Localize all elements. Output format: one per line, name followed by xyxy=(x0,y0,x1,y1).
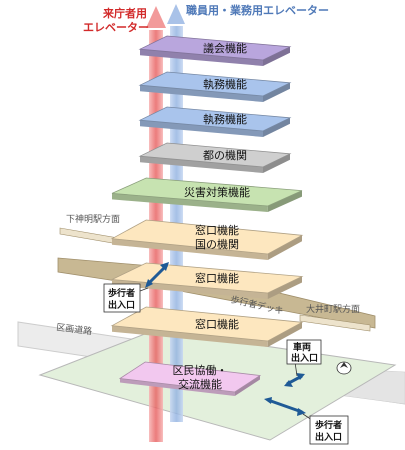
floor-slab-7: 窓口機能 xyxy=(110,262,304,299)
floor-slab-3: 執務機能 xyxy=(138,106,292,137)
floor-label-line1: 窓口機能 xyxy=(195,223,239,237)
visitor-elevator-title-line2: エレベーター xyxy=(83,21,149,34)
floor-slab-front-edge xyxy=(140,49,263,66)
floor-label-line2: 国の機関 xyxy=(195,237,239,251)
floor-slab-top xyxy=(118,361,262,393)
floor-slab-side-edge xyxy=(263,153,290,173)
deck-arrow-right xyxy=(299,314,371,332)
floor-slab-5: 災害対策機能 xyxy=(111,177,303,212)
floor-slab-top xyxy=(111,177,303,207)
floor-label: 執務機能 xyxy=(203,77,247,91)
floor-slab-side-edge xyxy=(267,235,302,260)
floor-slab-side-edge xyxy=(234,375,260,396)
north-compass-icon xyxy=(336,361,352,375)
floor-slab-side-edge xyxy=(263,82,290,102)
floor-label: 都の機関 xyxy=(203,148,247,162)
floor-slab-front-edge xyxy=(140,156,263,173)
floor-slab-top xyxy=(110,219,304,255)
floor-label: 窓口機能 xyxy=(195,317,239,331)
floor-label: 議会機能 xyxy=(203,41,247,55)
floor-stack: 議会機能執務機能執務機能都の機関災害対策機能窓口機能国の機関窓口機能窓口機能区民… xyxy=(110,35,304,396)
pedestrian-upper-line2: 出入口 xyxy=(108,299,135,311)
floor-slab-9: 区民協働・交流機能 xyxy=(118,361,262,396)
floor-label: 執務機能 xyxy=(203,112,247,126)
floor-slab-side-edge xyxy=(263,46,290,66)
floor-slab-front-edge xyxy=(112,193,268,212)
staff-elevator-arrowhead xyxy=(167,4,185,24)
pedestrian-upper-line1: 歩行者 xyxy=(108,287,135,299)
vehicle-line1: 車両 xyxy=(293,341,311,353)
pedestrian-lower-line1: 歩行者 xyxy=(315,419,342,431)
floor-slab-side-edge xyxy=(267,276,302,299)
oimachi-direction-label: 大井町駅方面 xyxy=(306,303,360,315)
floor-slab-4: 都の機関 xyxy=(138,142,292,173)
pedestrian-entrance-upper-callout: 歩行者 出入口 xyxy=(103,283,149,313)
floor-slab-front-edge xyxy=(112,238,268,260)
floor-slab-front-edge xyxy=(140,120,263,137)
pedestrian-lower-line2: 出入口 xyxy=(315,431,342,443)
staff-elevator-title: 職員用・業務用エレベーター xyxy=(186,3,329,17)
floor-slab-2: 執務機能 xyxy=(138,71,292,102)
pedestrian-entrance-lower-callout: 歩行者 出入口 xyxy=(302,413,349,445)
pedestrian-entrance-lower-arrow xyxy=(264,397,306,416)
floor-slab-top xyxy=(110,306,304,342)
floor-slab-front-edge xyxy=(140,85,263,102)
floor-slab-8: 窓口機能 xyxy=(110,306,304,347)
floor-slab-front-edge xyxy=(120,378,235,396)
floor-slab-1: 議会機能 xyxy=(138,35,292,66)
floor-slab-side-edge xyxy=(267,190,302,212)
floor-slab-side-edge xyxy=(263,117,290,137)
floor-label-line2: 交流機能 xyxy=(178,377,222,391)
vehicle-entrance-callout: 車両 出入口 xyxy=(286,339,322,377)
floor-slab-side-edge xyxy=(267,322,302,347)
floor-slab-top xyxy=(138,142,292,168)
floor-slab-top xyxy=(138,106,292,132)
floor-label: 窓口機能 xyxy=(195,271,239,285)
floor-label: 災害対策機能 xyxy=(184,185,250,199)
floor-slab-front-edge xyxy=(112,325,268,347)
vehicle-entrance-arrow xyxy=(284,373,305,387)
floor-slab-top xyxy=(138,71,292,97)
pedestrian-entrance-upper-arrow xyxy=(145,262,169,288)
visitor-elevator-title-line1: 来庁者用 xyxy=(102,6,147,20)
visitor-elevator-arrowhead xyxy=(146,6,166,28)
shimo-shinmei-direction-label: 下神明駅方面 xyxy=(66,213,120,225)
floor-slab-top xyxy=(138,35,292,61)
vehicle-line2: 出入口 xyxy=(291,352,318,364)
floor-label-line1: 区民協働・ xyxy=(173,364,228,377)
